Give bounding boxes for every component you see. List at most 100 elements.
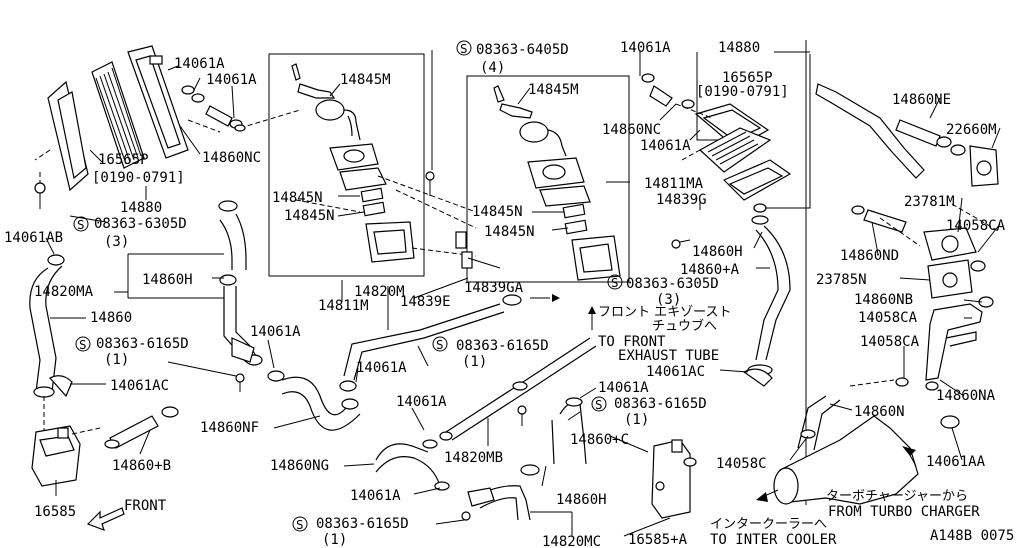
pipe-14860NA [925,303,983,381]
hose-14860ND [863,209,907,233]
s-symbol-text: S [77,217,85,232]
label-08363-6305D: 08363-6305D [626,276,719,292]
label-qty: (1) [322,532,347,548]
screw-symbols: S S S S S S S [73,40,623,532]
front-arrow-icon [86,507,125,532]
label-14845M: 14845M [528,82,579,98]
label-14860NB: 14860NB [854,292,913,308]
note-front: FRONT [124,498,167,514]
clamp-14061AA [940,415,960,429]
flow-arrows [86,294,917,532]
label-14860: 14860 [90,310,132,326]
note-turbo-jp: ターボチャージャーから [826,489,968,504]
label-16565P: 16565P [722,70,773,86]
label-qty: (1) [624,412,649,428]
left-hoses [29,200,263,398]
left-air-filter-assembly [34,45,301,210]
s-symbol-icon [591,396,607,412]
hose-14860NG [375,439,450,491]
s-symbol-text: S [611,275,619,290]
hose-14860B [104,406,179,449]
label-08363-6165D: 08363-6165D [316,516,409,532]
note-intercooler-jp: インタークーラーへ [710,517,827,532]
fittings-14839 [425,171,473,269]
label-qty: (1) [104,352,129,368]
label-qty: (4) [480,60,505,76]
mid-valve-box [466,75,630,283]
label-14061AC: 14061AC [646,364,705,380]
note-from-turbo: FROM TURBO CHARGER [828,504,980,520]
label-14880: 14880 [120,200,162,216]
label-14820MC: 14820MC [542,534,601,548]
bolt-left [34,182,46,194]
label-14811MA: 14811MA [644,176,704,192]
reservoir-16585 [31,396,101,487]
label-14845N: 14845N [472,204,523,220]
arrow-turbo-head [756,492,768,502]
note-front-exhaust-jp-2: チュウブへ [652,318,717,334]
mid-valve-assembly [493,85,621,281]
reservoir-16585A [551,397,697,519]
arrow-to-front-head [588,306,596,314]
label-14061AB: 14061AB [4,230,63,246]
s-symbol-icon [456,40,472,56]
label-14061A: 14061A [206,72,257,88]
label-08363-6405D: 08363-6405D [476,42,569,58]
label-date-range: [0190-0791] [696,84,789,100]
hose-14860H-bottom [461,464,540,521]
label-14860NA: 14860NA [936,388,996,404]
label-14860NF: 14860NF [200,420,259,436]
label-14860NC: 14860NC [202,150,261,166]
left-valve-box [268,53,425,277]
s-symbol-text: S [460,41,468,56]
note-exhaust-tube: EXHAUST TUBE [618,348,719,364]
label-14839E: 14839E [400,294,451,310]
hose-14860A [671,215,791,387]
dash-valve-1 [295,199,361,213]
hose-14860NF [267,370,361,431]
label-14061A: 14061A [620,40,671,56]
note-front-exhaust-jp: フロント エキゾースト [598,305,731,320]
label-14860ND: 14860ND [840,248,899,264]
note-to-intercooler: TO INTER COOLER [710,532,837,548]
arrow-intercooler-head [902,446,916,456]
label-qty: (1) [462,354,487,370]
label-14845N: 14845N [484,224,535,240]
label-23781M: 23781M [904,194,955,210]
dash-left-3 [187,119,221,133]
pipe-14860NE [815,83,925,179]
turbo-pipe-assembly [815,83,1001,429]
label-14061A: 14061A [598,380,649,396]
hose-14860NC-right [649,85,673,107]
dash-valve-3 [395,189,477,229]
part-labels: 14061A 14061A 16565P [0190-0791] 14860NC… [4,40,1006,548]
label-14860N: 14860N [854,404,905,420]
clamps-top-left [181,85,246,132]
label-14860H: 14860H [692,244,743,260]
label-14061A: 14061A [250,324,301,340]
label-14820MB: 14820MB [444,450,503,466]
hose-14860NC-left [205,105,233,127]
label-22660M: 22660M [946,122,997,138]
label-14058CA: 14058CA [860,334,920,350]
label-14820MA: 14820MA [34,284,94,300]
label-14880: 14880 [718,40,760,56]
annotations: フロント エキゾースト チュウブへ TO FRONT EXHAUST TUBE … [124,305,1014,548]
s-symbol-icon [607,274,623,290]
filter-pleats-left [95,67,142,165]
label-14860C: 14860+C [570,432,629,448]
group-boxes [268,40,811,505]
label-14061A: 14061A [174,56,225,72]
label-14860B: 14860+B [112,458,171,474]
label-14820M: 14820M [354,284,405,300]
turbo-duct [773,379,919,505]
label-14061AA: 14061AA [926,454,986,470]
label-14860NE: 14860NE [892,92,951,108]
label-08363-6305D: 08363-6305D [94,216,187,232]
label-14058C: 14058C [716,456,767,472]
diagram-ref-code: A148B 0075 [930,528,1014,544]
label-08363-6165D: 08363-6165D [96,336,189,352]
label-14860H: 14860H [556,492,607,508]
label-qty: (3) [656,292,681,308]
label-14061AC: 14061AC [110,378,169,394]
